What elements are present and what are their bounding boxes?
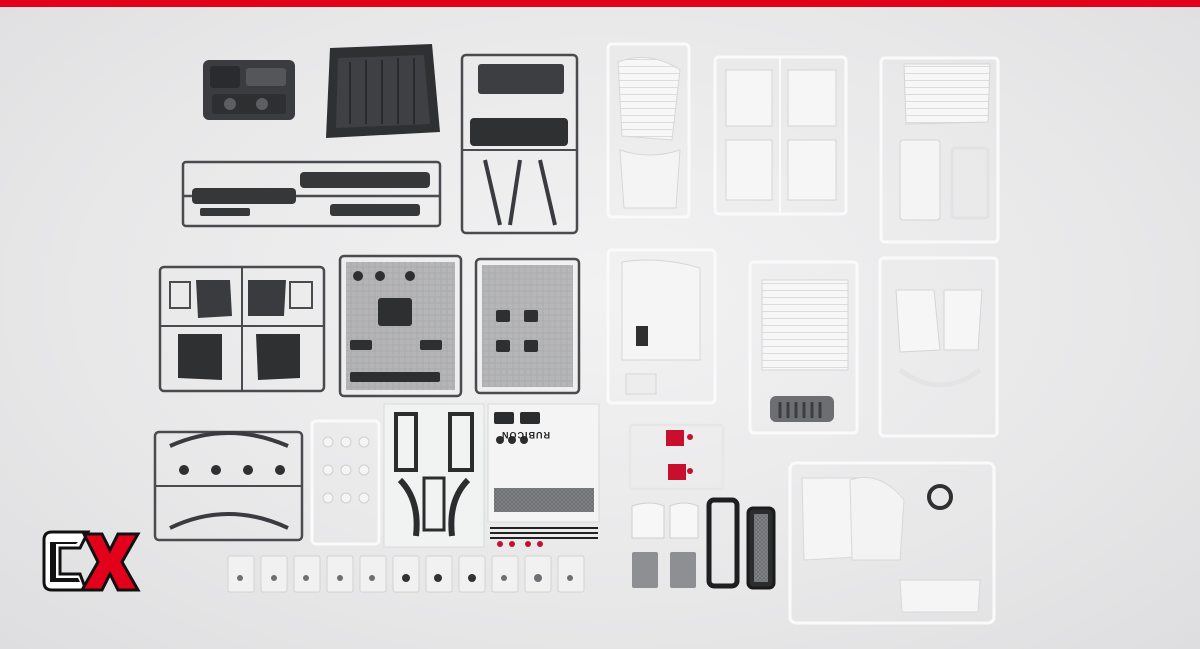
clear-window-pieces (631, 502, 699, 588)
white-sprue-panels (713, 55, 848, 216)
black-link-rods (490, 527, 598, 539)
hardware-bags (227, 555, 585, 593)
bumper-parts (192, 172, 430, 216)
dark-bed-tub-part (326, 44, 440, 138)
decal-sheet-interior (383, 403, 485, 548)
dark-frame-sprue (460, 53, 579, 235)
dark-small-parts-sprue-a (338, 254, 463, 398)
clear-red-lights-sprue (628, 423, 725, 491)
decal-sheet-logos: RUBICON (487, 403, 600, 523)
rubicon-decal-text: RUBICON (501, 430, 550, 440)
photo-background (0, 7, 1200, 649)
cx-logo-icon (42, 530, 141, 592)
white-sprue-hood (879, 56, 1000, 244)
white-sprue-grille (748, 260, 859, 435)
white-sprue-doors (606, 248, 717, 405)
dark-door-sprue (158, 265, 326, 393)
white-sprue-fenders (606, 42, 691, 219)
white-sprue-brackets (878, 256, 999, 438)
red-small-parts (497, 541, 543, 547)
top-accent-bar (0, 0, 1200, 7)
dark-engine-part (203, 60, 295, 120)
white-sprue-small (310, 419, 381, 546)
dark-small-parts-sprue-b (474, 257, 581, 395)
white-sprue-interior (788, 461, 996, 625)
black-window-frames (706, 497, 776, 590)
dark-rollcage-sprue (153, 430, 304, 542)
